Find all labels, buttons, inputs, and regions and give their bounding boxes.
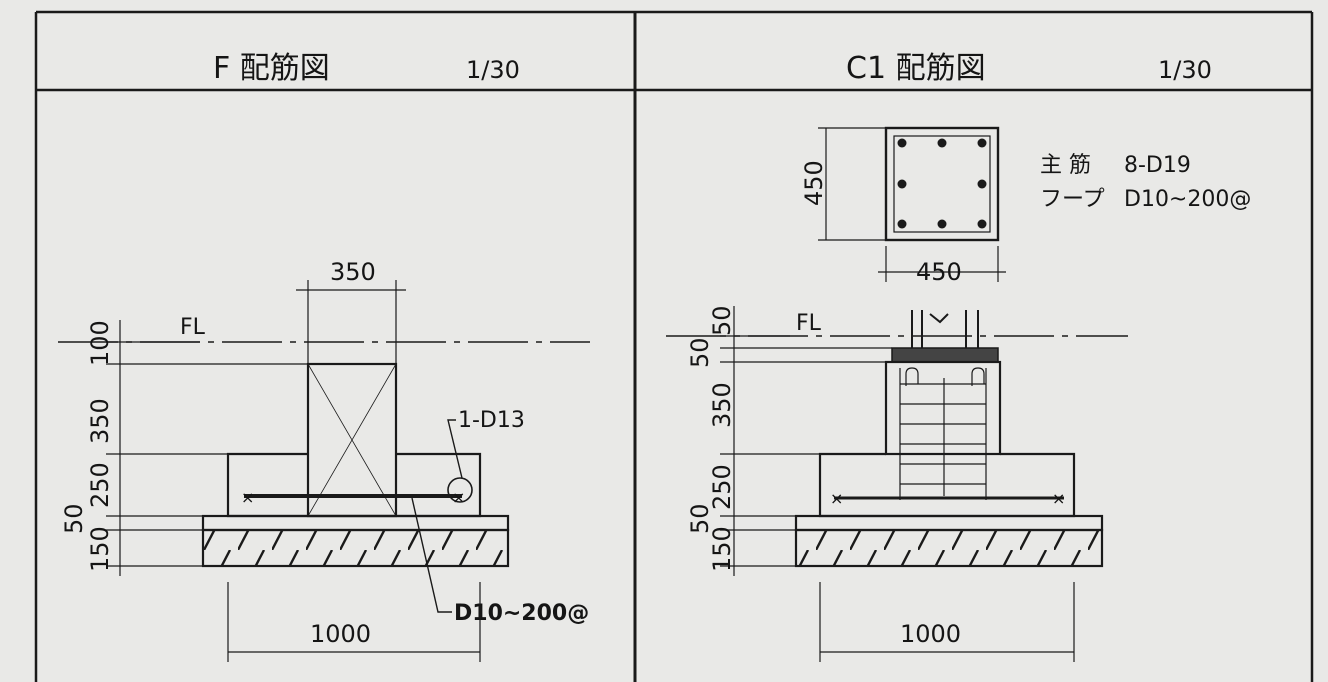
- pedestal-right: [884, 360, 1002, 456]
- right-panel-title: C1 配筋図: [846, 51, 986, 86]
- rebar-end-mark-right-panel-a: ×: [830, 489, 843, 508]
- dim-1000-right: [819, 582, 1075, 662]
- left-panel-scale: 1/30: [466, 56, 520, 84]
- stub-cross-2: [307, 363, 397, 517]
- dim-v-350-right: 350: [708, 382, 736, 428]
- dim-v-250-left: 250: [86, 462, 114, 508]
- dim-label-1000-left: 1000: [310, 620, 371, 648]
- dim-vertical-chain-right: [720, 306, 892, 576]
- dim-v-50a-right: 50: [708, 305, 736, 336]
- left-panel-title: F 配筋図: [213, 51, 330, 86]
- steel-column-stub: [911, 310, 979, 348]
- dim-v-50-left: 50: [60, 503, 88, 534]
- footing-outline-left: [226, 452, 482, 518]
- sheet-frame: [34, 10, 1314, 682]
- dim-v-150-right: 150: [708, 526, 736, 572]
- dim-v-350-left: 350: [86, 398, 114, 444]
- main-bar-dot: [897, 219, 907, 229]
- section-width-label: 450: [916, 258, 962, 286]
- dim-label-350-top: 350: [330, 258, 376, 286]
- main-bar-dot: [897, 179, 907, 189]
- dim-450-section: [818, 127, 1006, 282]
- dim-vertical-chain-left: [106, 320, 308, 576]
- leader-d10: [411, 497, 452, 613]
- main-bar-dot: [897, 138, 907, 148]
- dim-v-100-left: 100: [86, 320, 114, 366]
- gravel-bed-left: [201, 528, 510, 568]
- section-height-label: 450: [800, 160, 828, 206]
- dim-v-250-right: 250: [708, 464, 736, 510]
- main-bar-dot: [977, 219, 987, 229]
- rebar-label-d10-left: D10~200@: [454, 601, 589, 626]
- base-mortar: [891, 347, 999, 363]
- leveling-concrete-right: [794, 514, 1104, 532]
- left-panel: F 配筋図 1/30 FL × × 1-D13 D10~200@ 350: [58, 51, 590, 662]
- main-bars: [897, 138, 987, 229]
- gravel-bed-right: [794, 528, 1104, 568]
- hoop-value: D10~200@: [1124, 187, 1251, 212]
- rebar-callout-circle: [447, 477, 473, 503]
- fl-label-left: FL: [180, 315, 206, 340]
- main-bar-dot: [937, 138, 947, 148]
- dim-1000-left: [227, 582, 481, 662]
- dim-v-50b-right: 50: [686, 337, 714, 368]
- rebar-end-mark-left: ×: [241, 488, 254, 507]
- rebar-end-mark-right: ×: [452, 488, 465, 507]
- rebar-end-mark-right-panel-b: ×: [1052, 489, 1065, 508]
- main-bar-label: 主 筋: [1040, 153, 1091, 178]
- rebar-label-1d13: 1-D13: [458, 408, 525, 433]
- column-section-square: [884, 126, 1000, 242]
- pedestal-hoops: [899, 367, 987, 500]
- dim-v-150-left: 150: [86, 526, 114, 572]
- hoop-label: フープ: [1040, 187, 1105, 212]
- leader-1d13: [447, 419, 463, 479]
- footing-outline-right: [818, 452, 1076, 518]
- main-bar-dot: [977, 138, 987, 148]
- fl-label-right: FL: [796, 311, 822, 336]
- main-bar-dot: [937, 219, 947, 229]
- column-section-hoop: [893, 135, 991, 233]
- main-bar-dot: [977, 179, 987, 189]
- right-panel-scale: 1/30: [1158, 56, 1212, 84]
- dim-label-1000-right: 1000: [900, 620, 961, 648]
- main-bar-value: 8-D19: [1124, 153, 1191, 178]
- dim-v-50c-right: 50: [686, 503, 714, 534]
- right-panel: C1 配筋図 1/30 450 450 主 筋 8-D19 フープ D10: [666, 51, 1251, 662]
- dim-350-top-left: [296, 280, 406, 364]
- leveling-concrete-left: [201, 514, 510, 532]
